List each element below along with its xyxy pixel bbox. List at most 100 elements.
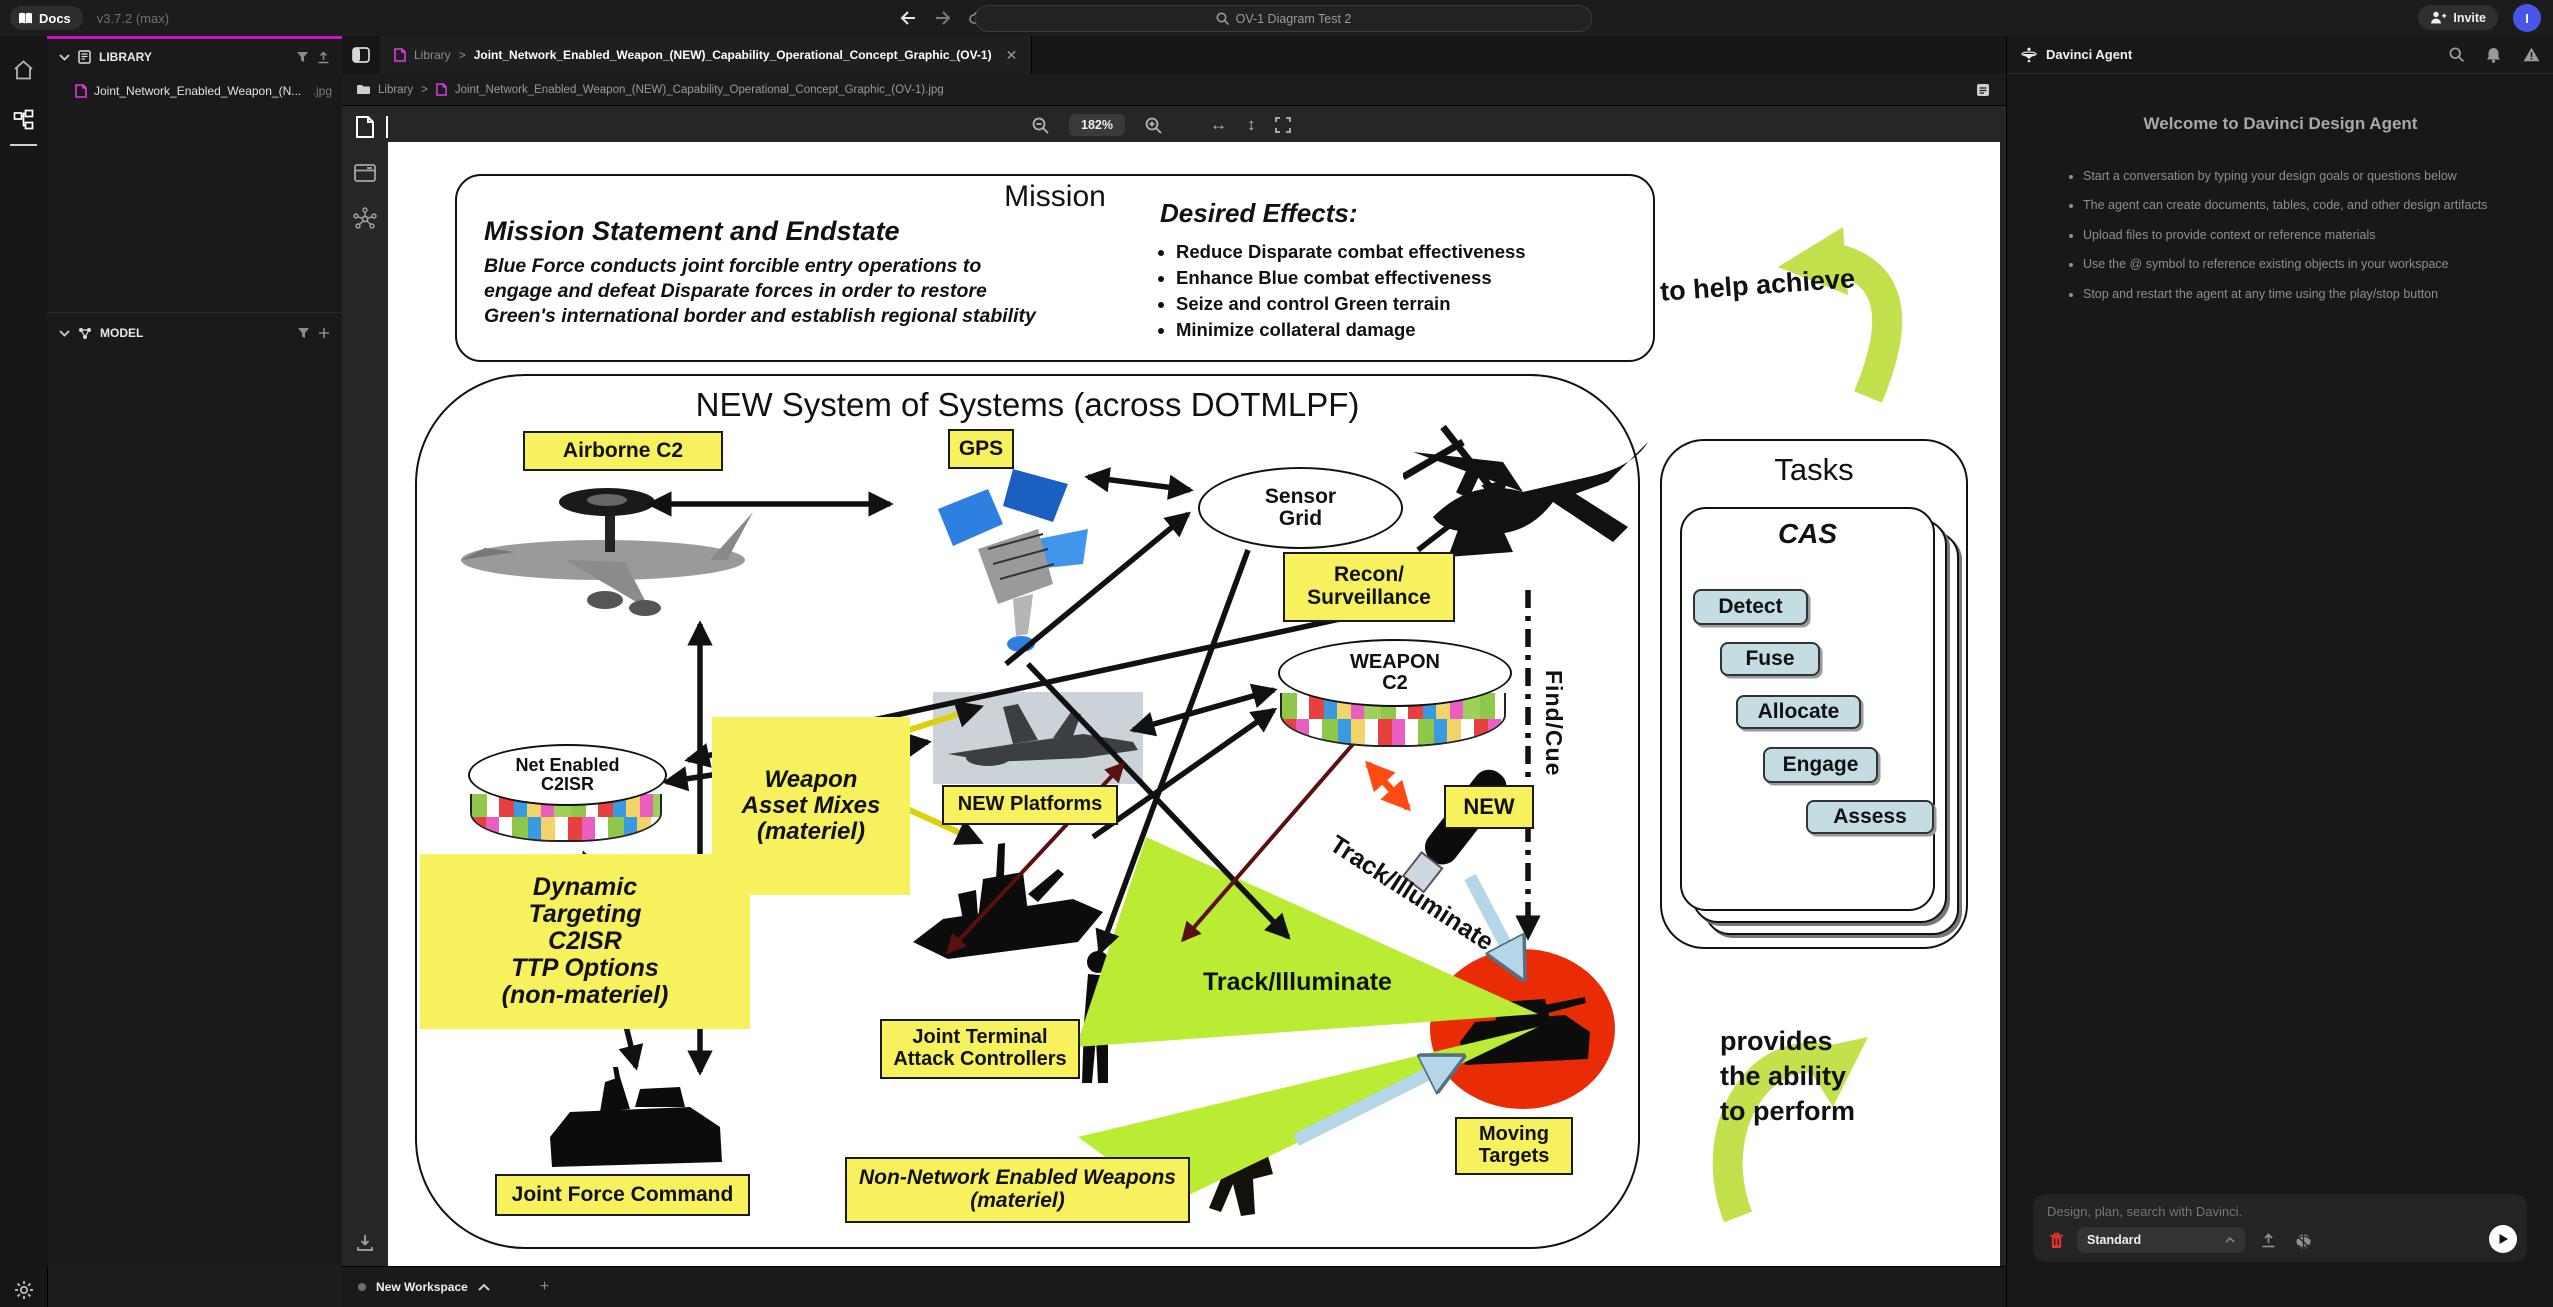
active-rail-indicator — [10, 144, 37, 146]
tab-strip: Library > Joint_Network_Enabled_Weapon_(… — [342, 36, 2006, 75]
agent-panel-header: Davinci Agent — [2007, 36, 2553, 74]
command-vehicle-image — [550, 1067, 722, 1167]
net-enabled-c2isr-label: Net Enabled C2ISR — [468, 744, 667, 806]
airborne-c2-label: Airborne C2 — [523, 431, 723, 471]
bell-icon[interactable] — [2486, 47, 2501, 63]
search-icon — [1216, 12, 1229, 25]
graph-view-button[interactable] — [350, 204, 380, 234]
tab-crumb-separator: > — [458, 48, 466, 62]
text-cursor — [386, 116, 388, 138]
desired-effects-heading: Desired Effects: — [1160, 198, 1358, 228]
search-icon[interactable] — [2449, 46, 2464, 62]
model-section-header[interactable]: MODEL — [47, 318, 342, 348]
image-file-icon — [394, 48, 406, 62]
zoom-in-icon[interactable] — [1145, 117, 1162, 134]
zoom-level-value[interactable]: 182% — [1069, 114, 1125, 136]
canvas-zoom-toolbar: 182% ↔ ↕ — [1032, 110, 1292, 140]
gear-icon — [14, 1281, 33, 1299]
library-file-item[interactable]: Joint_Network_Enabled_Weapon_(N... .jpg — [47, 78, 342, 104]
tab-close-button[interactable]: ✕ — [1005, 46, 1018, 63]
task-step-allocate: Allocate — [1736, 695, 1861, 729]
home-nav-button[interactable] — [0, 48, 47, 92]
green-arrow-bottom — [1712, 1037, 1868, 1223]
agent-tips-list: Start a conversation by typing your desi… — [2067, 162, 2523, 309]
workspace-status-dot — [358, 1283, 366, 1291]
agent-tip: The agent can create documents, tables, … — [2083, 191, 2523, 220]
globe-icon[interactable] — [2295, 1233, 2312, 1250]
diagram-nav-button[interactable] — [0, 98, 47, 142]
breadcrumb-root[interactable]: Library — [378, 83, 414, 96]
settings-button[interactable] — [0, 1268, 47, 1307]
canvas-viewport[interactable]: 182% ↔ ↕ — [342, 106, 2006, 1266]
zoom-out-icon[interactable] — [1032, 117, 1049, 134]
agent-tip: Upload files to provide context or refer… — [2083, 221, 2523, 250]
folder-icon — [357, 85, 370, 94]
breadcrumb-file[interactable]: Joint_Network_Enabled_Weapon_(NEW)_Capab… — [454, 83, 944, 96]
home-icon — [14, 60, 33, 80]
gps-label: GPS — [948, 429, 1014, 469]
document-view-button[interactable] — [350, 112, 380, 142]
chevron-down-icon — [59, 329, 70, 337]
left-icon-rail — [0, 36, 48, 1307]
tasks-title: Tasks — [1774, 452, 1854, 487]
global-search-value: OV-1 Diagram Test 2 — [1235, 11, 1352, 26]
warning-icon[interactable] — [2523, 47, 2540, 62]
weapon-c2-node: WEAPON C2 — [1278, 639, 1512, 747]
agent-panel-title: Davinci Agent — [2046, 47, 2133, 62]
cas-title: CAS — [1777, 518, 1838, 549]
notes-icon[interactable] — [1976, 83, 1990, 97]
jtac-label: Joint Terminal Attack Controllers — [880, 1019, 1080, 1079]
workspace-tab[interactable]: New Workspace — [376, 1280, 468, 1294]
filter-icon[interactable] — [296, 51, 309, 63]
upload-icon[interactable] — [317, 50, 330, 64]
fit-width-icon[interactable]: ↔ — [1209, 115, 1227, 134]
joint-force-command-label: Joint Force Command — [495, 1174, 750, 1216]
provides-ability-label: provides the ability to perform — [1720, 1026, 1855, 1127]
sidebar-accent-bar — [47, 36, 342, 39]
desired-effects-list: Reduce Disparate combat effectiveness En… — [1160, 238, 1640, 344]
back-button[interactable] — [895, 5, 921, 31]
task-step-fuse: Fuse — [1720, 642, 1820, 676]
filter-icon[interactable] — [297, 327, 310, 339]
person-plus-icon — [2431, 11, 2447, 24]
tab-title: Joint_Network_Enabled_Weapon_(NEW)_Capab… — [473, 48, 992, 62]
toggle-sidebar-button[interactable] — [342, 47, 380, 63]
desired-effect-item: Seize and control Green terrain — [1176, 292, 1640, 316]
global-search-input[interactable]: OV-1 Diagram Test 2 — [975, 5, 1592, 32]
agent-run-button[interactable] — [2489, 1225, 2517, 1253]
tab-active[interactable]: Library > Joint_Network_Enabled_Weapon_(… — [380, 36, 1033, 74]
forward-button[interactable] — [930, 5, 956, 31]
image-file-icon — [436, 83, 447, 96]
chevron-icon — [2225, 1237, 2235, 1243]
library-section-header[interactable]: LIBRARY — [47, 42, 342, 72]
flowchart-icon — [13, 109, 33, 130]
sidebar-divider — [47, 312, 342, 313]
desired-effect-item: Reduce Disparate combat effectiveness — [1176, 240, 1640, 264]
top-bar: Docs v3.7.2 (max) OV-1 Diagram Test 2 In… — [0, 0, 2553, 37]
diagram-page: Mission Mission Statement and Endstate B… — [388, 142, 2000, 1266]
agent-mode-select[interactable]: Standard — [2077, 1227, 2245, 1253]
download-button[interactable] — [350, 1228, 380, 1258]
fit-height-icon[interactable]: ↕ — [1246, 115, 1256, 134]
app-logo-label: Docs — [39, 10, 71, 26]
user-avatar[interactable]: I — [2513, 4, 2541, 32]
track-illuminate-label: Track/Illuminate — [1203, 968, 1392, 996]
breadcrumb-separator: > — [421, 83, 428, 96]
fullscreen-icon[interactable] — [1275, 117, 1292, 133]
panel-view-button[interactable] — [350, 158, 380, 188]
invite-button[interactable]: Invite — [2418, 5, 2498, 30]
agent-chat-input[interactable] — [2045, 1202, 2509, 1228]
awacs-aircraft-image — [461, 488, 753, 616]
new-workspace-tab-button[interactable]: + — [539, 1278, 550, 1295]
add-model-icon[interactable] — [318, 327, 330, 339]
book-icon — [19, 12, 32, 23]
mission-title: Mission — [1004, 180, 1106, 213]
app-logo[interactable]: Docs — [10, 6, 83, 30]
mission-statement-heading: Mission Statement and Endstate — [484, 216, 900, 246]
network-icon — [353, 207, 377, 229]
trash-icon[interactable] — [2049, 1232, 2064, 1249]
green-arrow-top — [1778, 227, 1903, 403]
upload-icon[interactable] — [2261, 1233, 2276, 1249]
chevron-up-icon[interactable] — [478, 1283, 490, 1291]
